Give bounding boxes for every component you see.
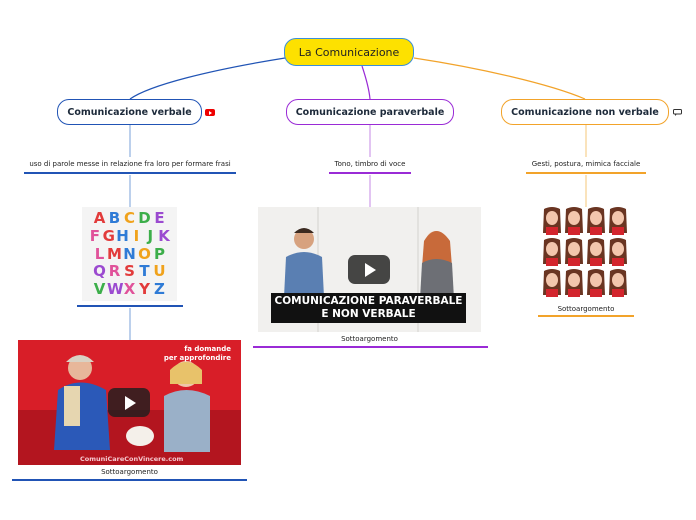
- topic-paraverbal-label: Comunicazione paraverbale: [295, 106, 445, 118]
- caption-verbal-underline: [12, 479, 247, 481]
- play-icon[interactable]: [108, 388, 150, 417]
- alphabet-letter: F: [89, 226, 101, 245]
- topic-nonverbal[interactable]: Comunicazione non verbale: [501, 99, 669, 125]
- topic-verbal[interactable]: Comunicazione verbale: [57, 99, 202, 125]
- video-thumbnail-verbal[interactable]: fa domande per approfondire ComuniCareCo…: [18, 340, 241, 465]
- overlay-line-1: COMUNICAZIONE PARAVERBALE: [274, 295, 463, 307]
- facial-expressions-image[interactable]: [542, 207, 630, 301]
- alphabet-letter: R: [108, 262, 121, 281]
- alphabet-letter: U: [153, 262, 166, 281]
- caption-paraverbal: Sottoargomento: [341, 335, 398, 343]
- topic-verbal-label: Comunicazione verbale: [67, 106, 192, 118]
- alphabet-underline: [77, 305, 183, 307]
- alphabet-letter: L: [94, 244, 105, 263]
- alphabet-letter: A: [93, 209, 106, 227]
- alphabet-letter: B: [108, 209, 121, 227]
- subtopic-verbal-underline: [24, 172, 236, 174]
- topic-paraverbal[interactable]: Comunicazione paraverbale: [286, 99, 454, 125]
- play-icon[interactable]: [348, 255, 390, 284]
- alphabet-letter: N: [123, 244, 136, 263]
- caption-nonverbal: Sottoargomento: [557, 305, 615, 313]
- subtopic-verbal-label: uso di parole messe in relazione fra lor…: [29, 160, 231, 168]
- youtube-icon[interactable]: [205, 109, 215, 116]
- video-overlay-text: fa domande per approfondire: [164, 345, 231, 363]
- alphabet-letter: S: [124, 262, 135, 281]
- overlay-line-1: fa domande: [184, 345, 231, 353]
- root-label: La Comunicazione: [298, 45, 400, 59]
- alphabet-letter: Q: [93, 262, 106, 281]
- video-thumbnail-paraverbal[interactable]: COMUNICAZIONE PARAVERBALE E NON VERBALE: [258, 207, 481, 332]
- subtopic-paraverbal-label: Tono, timbro di voce: [334, 160, 406, 168]
- subtopic-nonverbal-underline: [526, 172, 646, 174]
- caption-verbal: Sottoargomento: [101, 468, 158, 476]
- alphabet-letter: T: [139, 262, 150, 281]
- caption-paraverbal-underline: [253, 346, 488, 348]
- alphabet-letter: Z: [154, 280, 165, 298]
- video-scene-illustration: [18, 340, 241, 465]
- topic-nonverbal-label: Comunicazione non verbale: [511, 106, 659, 118]
- overlay-line-2: E NON VERBALE: [321, 308, 416, 320]
- alphabet-letter: G: [102, 226, 115, 245]
- alphabet-letter: I: [133, 226, 140, 245]
- subtopic-paraverbal-underline: [329, 172, 411, 174]
- video-url-text: ComuniCareConVincere.com: [80, 455, 184, 463]
- alphabet-letter: D: [138, 209, 151, 227]
- comment-icon[interactable]: [673, 109, 682, 116]
- video-overlay-title: COMUNICAZIONE PARAVERBALE E NON VERBALE: [271, 293, 466, 323]
- alphabet-letter: E: [154, 209, 165, 227]
- root-node[interactable]: La Comunicazione: [284, 38, 414, 66]
- faces-grid-illustration: [543, 207, 627, 297]
- overlay-line-2: per approfondire: [163, 354, 231, 362]
- alphabet-letter: M: [107, 244, 122, 263]
- subtopic-nonverbal-label: Gesti, postura, mimica facciale: [531, 160, 641, 168]
- caption-nonverbal-underline: [538, 315, 634, 317]
- subtopic-nonverbal[interactable]: Gesti, postura, mimica facciale: [526, 160, 646, 171]
- alphabet-letter: X: [123, 280, 136, 298]
- alphabet-letter: K: [158, 226, 170, 245]
- alphabet-letter: H: [116, 226, 129, 245]
- subtopic-paraverbal[interactable]: Tono, timbro di voce: [329, 160, 411, 171]
- alphabet-letter: V: [93, 280, 106, 298]
- alphabet-letter: J: [147, 226, 154, 245]
- alphabet-letter: C: [123, 209, 135, 227]
- alphabet-letter: O: [138, 244, 151, 263]
- alphabet-letter: Y: [139, 280, 150, 298]
- alphabet-letter: P: [154, 244, 165, 263]
- alphabet-letter: W: [107, 280, 124, 298]
- subtopic-verbal[interactable]: uso di parole messe in relazione fra lor…: [24, 160, 236, 171]
